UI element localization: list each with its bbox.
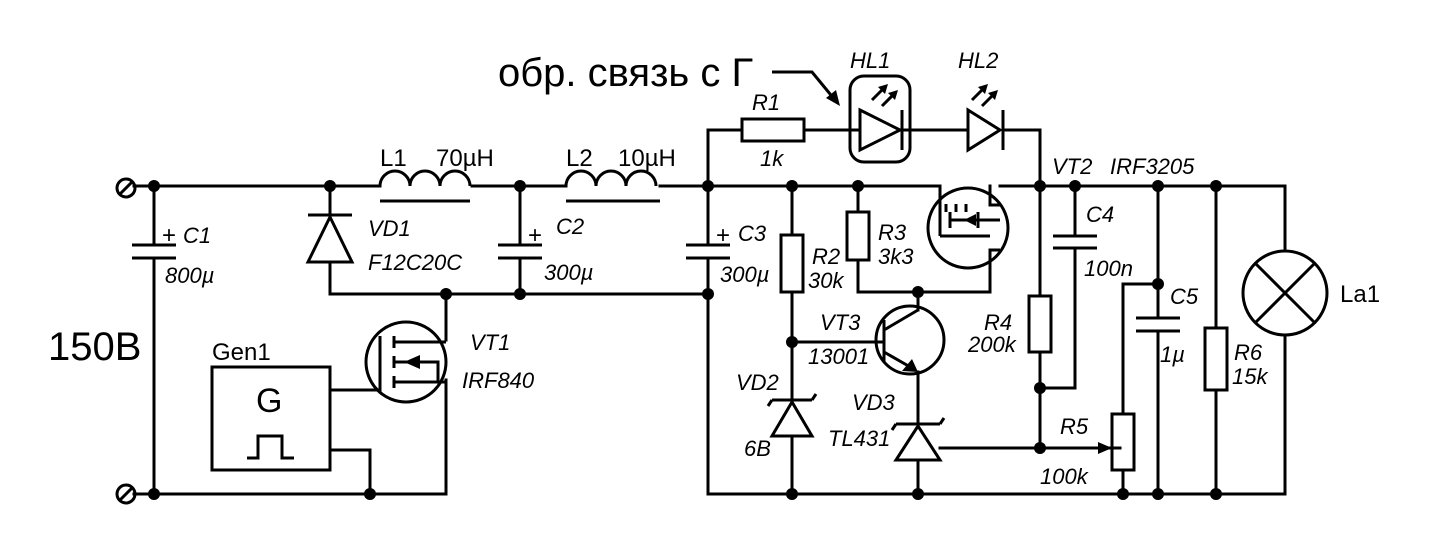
mosfet-vt2: VT2 IRF3205 [926, 154, 1195, 270]
generator-gen1: Gen1 G [210, 339, 332, 472]
capacitor-c1: + C1 800µ [132, 222, 214, 288]
vt3-ref: VT3 [820, 310, 861, 335]
vd3-ref: VD3 [852, 390, 896, 415]
c1-value: 800µ [165, 263, 214, 288]
potentiometer-r5: R5 100k [1040, 412, 1136, 489]
c3-value: 300µ [720, 262, 769, 287]
resistor-r2: R2 30k [779, 233, 844, 294]
r5-value: 100k [1040, 464, 1089, 489]
junction-dots [148, 180, 1222, 500]
l2-value: 10µH [618, 145, 676, 172]
r4-value: 200k [967, 332, 1017, 357]
mosfet-vt1: VT1 IRF840 [364, 320, 535, 404]
gen1-symbol: G [256, 382, 282, 420]
led-hl2: HL2 [958, 48, 1005, 153]
capacitor-c3: + C3 300µ [686, 221, 769, 287]
resistor-r3: R3 3k3 [845, 210, 914, 269]
vd2-ref: VD2 [736, 370, 779, 395]
diode-vd1: VD1 F12C20C [305, 213, 462, 275]
capacitor-c4: C4 100n [1053, 202, 1133, 281]
l1-value: 70µH [436, 145, 494, 172]
supply-voltage-label: 150В [48, 325, 141, 369]
la1-ref: La1 [1340, 281, 1380, 308]
vd1-ref: VD1 [368, 216, 411, 241]
hl2-ref: HL2 [958, 48, 998, 73]
r2-ref: R2 [812, 244, 840, 269]
r1-ref: R1 [752, 90, 780, 115]
c2-ref: C2 [556, 214, 584, 239]
c1-ref: C1 [183, 223, 211, 248]
r6-value: 15k [1232, 364, 1268, 389]
vt3-value: 13001 [808, 344, 869, 369]
vt2-ref: VT2 [1052, 154, 1092, 179]
lamp-la1: La1 [1241, 249, 1380, 337]
inductor-l1: L1 70µH [378, 145, 494, 203]
input-terminal-top [115, 177, 137, 199]
zener-vd2: VD2 6В [736, 370, 818, 461]
capacitor-c5: C5 1µ [1136, 284, 1199, 367]
vt1-ref: VT1 [470, 330, 510, 355]
c2-value: 300µ [544, 260, 593, 285]
feedback-annotation: обр. связь с Г [498, 51, 840, 106]
resistor-r1: R1 1k [740, 90, 806, 171]
inductor-l2: L2 10µH [564, 145, 676, 203]
vd3-value: TL431 [828, 426, 890, 451]
gen1-ref: Gen1 [212, 339, 271, 366]
wires [132, 128, 1287, 496]
r5-ref: R5 [1060, 414, 1089, 439]
resistor-r4: R4 200k [967, 294, 1053, 357]
vd2-value: 6В [744, 436, 771, 461]
capacitor-c2: + C2 300µ [498, 214, 593, 285]
c3-ref: C3 [738, 221, 767, 246]
c5-ref: C5 [1170, 284, 1199, 309]
r3-ref: R3 [878, 220, 907, 245]
regulator-vd3: VD3 TL431 [828, 390, 946, 462]
r2-value: 30k [808, 268, 844, 293]
pulse-icon [247, 434, 294, 460]
vt2-value: IRF3205 [1110, 154, 1195, 179]
c5-value: 1µ [1160, 342, 1185, 367]
resistor-r6: R6 15k [1203, 326, 1268, 392]
input-terminal-bottom [115, 483, 137, 505]
hl1-ref: HL1 [850, 48, 890, 73]
led-hl1: HL1 [848, 48, 912, 164]
r3-value: 3k3 [878, 244, 914, 269]
l1-ref: L1 [380, 145, 407, 172]
r1-value: 1k [760, 146, 784, 171]
l2-ref: L2 [566, 145, 593, 172]
vd1-value: F12C20C [368, 250, 462, 275]
c4-value: 100n [1084, 256, 1133, 281]
c2-plus: + [528, 222, 542, 249]
r4-ref: R4 [984, 310, 1012, 335]
transistor-vt3: VT3 13001 [808, 304, 946, 376]
c4-ref: C4 [1086, 202, 1114, 227]
c1-plus: + [162, 222, 176, 249]
r6-ref: R6 [1234, 340, 1263, 365]
vt1-value: IRF840 [462, 368, 535, 393]
feedback-note: обр. связь с Г [498, 51, 753, 95]
c3-plus: + [716, 222, 730, 249]
